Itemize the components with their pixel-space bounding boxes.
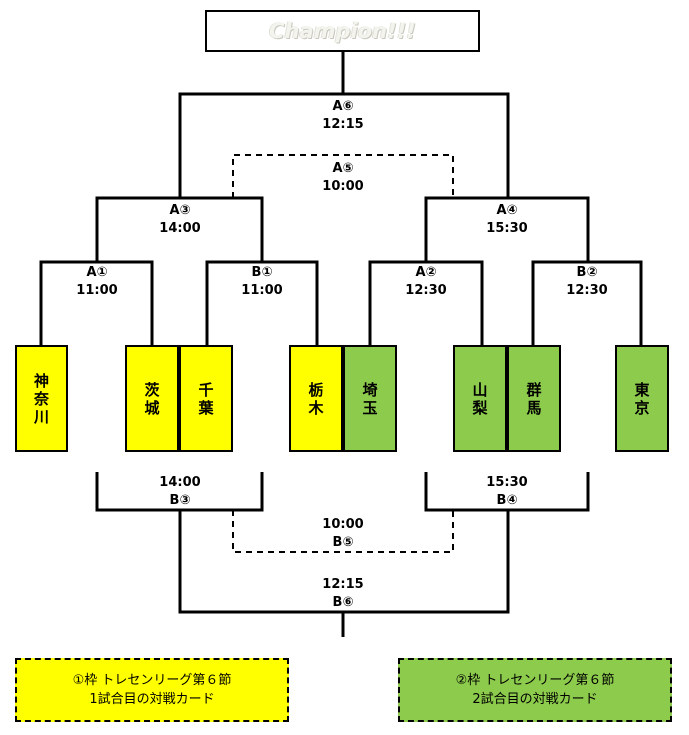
team-4-char-0: 埼 [362, 380, 378, 399]
match-b1-code: B① [251, 265, 273, 280]
legend-note-green-line1: ②枠 トレセンリーグ第６節 [455, 673, 615, 688]
match-b3-code: B③ [169, 493, 191, 508]
team-1-char-1: 城 [144, 398, 160, 417]
match-b4-code: B④ [496, 493, 518, 508]
legend-note-yellow-line1: ①枠 トレセンリーグ第６節 [72, 673, 232, 688]
match-b1-time: 11:00 [241, 283, 283, 298]
team-5-char-0: 山 [472, 380, 488, 399]
match-b2-label: B② 12:30 [547, 264, 627, 300]
team-3-char-1: 木 [308, 398, 324, 417]
team-7-char-1: 京 [634, 398, 650, 417]
match-a1-time: 11:00 [76, 283, 118, 298]
team-3-char-0: 栃 [308, 380, 324, 399]
match-a5-label: A⑤ 10:00 [303, 160, 383, 196]
team-5-char-1: 梨 [472, 398, 488, 417]
team-7-char-0: 東 [634, 380, 650, 399]
legend-note-green-line2: 2試合目の対戦カード [472, 692, 598, 707]
match-a2-label: A② 12:30 [386, 264, 466, 300]
legend-note-green: ②枠 トレセンリーグ第６節 2試合目の対戦カード [398, 658, 672, 722]
team-card-1: 茨 城 [125, 345, 179, 452]
team-card-7: 東 京 [615, 345, 669, 452]
match-b1-label: B① 11:00 [222, 264, 302, 300]
match-b6-code: B⑥ [332, 595, 354, 610]
legend-note-yellow: ①枠 トレセンリーグ第６節 1試合目の対戦カード [15, 658, 289, 722]
match-a3-label: A③ 14:00 [140, 202, 220, 238]
team-card-0: 神 奈 川 [15, 345, 68, 452]
team-4-char-1: 玉 [362, 398, 378, 417]
match-b5-time: 10:00 [322, 517, 364, 532]
champion-label: Champion!!! [269, 19, 416, 43]
legend-note-yellow-line2: 1試合目の対戦カード [89, 692, 215, 707]
match-b3-time: 14:00 [159, 475, 201, 490]
match-a1-code: A① [86, 265, 108, 280]
match-a5-time: 10:00 [322, 179, 364, 194]
match-a6-code: A⑥ [332, 99, 354, 114]
team-card-2: 千 葉 [179, 345, 233, 452]
team-card-4: 埼 玉 [343, 345, 397, 452]
team-2-char-1: 葉 [198, 398, 214, 417]
match-a4-time: 15:30 [486, 221, 528, 236]
team-1-char-0: 茨 [144, 380, 160, 399]
team-card-3: 栃 木 [289, 345, 343, 452]
team-0-char-0: 神 [33, 371, 49, 390]
match-a2-code: A② [415, 265, 437, 280]
match-b4-label: 15:30 B④ [467, 474, 547, 510]
match-a4-label: A④ 15:30 [467, 202, 547, 238]
match-b2-time: 12:30 [566, 283, 608, 298]
match-a3-time: 14:00 [159, 221, 201, 236]
match-b4-time: 15:30 [486, 475, 528, 490]
champion-box: Champion!!! [205, 10, 480, 52]
team-0-char-1: 奈 [33, 389, 49, 408]
team-6-char-1: 馬 [526, 398, 542, 417]
match-b5-label: 10:00 B⑤ [303, 516, 383, 552]
match-b6-time: 12:15 [322, 577, 364, 592]
match-a6-time: 12:15 [322, 117, 364, 132]
match-b2-code: B② [576, 265, 598, 280]
match-a5-code: A⑤ [332, 161, 354, 176]
team-2-char-0: 千 [198, 380, 214, 399]
match-b3-label: 14:00 B③ [140, 474, 220, 510]
match-b6-label: 12:15 B⑥ [303, 576, 383, 612]
team-card-6: 群 馬 [507, 345, 561, 452]
team-card-5: 山 梨 [453, 345, 507, 452]
match-a6-label: A⑥ 12:15 [303, 98, 383, 134]
team-6-char-0: 群 [526, 380, 542, 399]
match-a4-code: A④ [496, 203, 518, 218]
match-a1-label: A① 11:00 [57, 264, 137, 300]
team-0-char-2: 川 [33, 407, 49, 426]
match-b5-code: B⑤ [332, 535, 354, 550]
match-a3-code: A③ [169, 203, 191, 218]
match-a2-time: 12:30 [405, 283, 447, 298]
